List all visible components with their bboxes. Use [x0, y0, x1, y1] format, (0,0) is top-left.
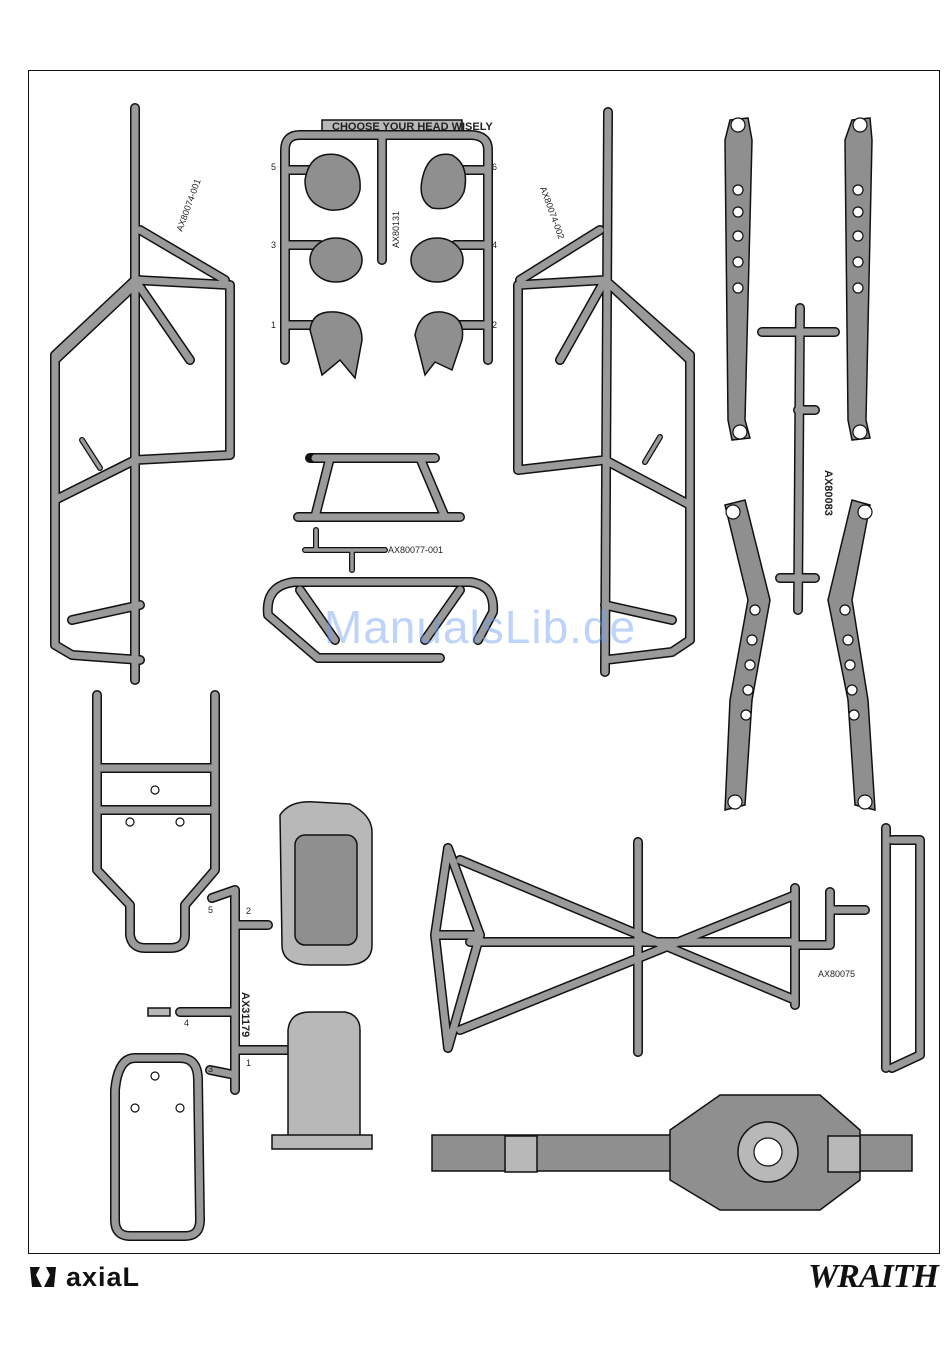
axial-logo-icon — [26, 1263, 60, 1291]
head-number-6: 6 — [492, 162, 497, 172]
head-tree-header: CHOOSE YOUR HEAD WISELY — [332, 121, 493, 133]
rear-cage-sprue — [435, 828, 920, 1068]
engine-number-1: 1 — [246, 1058, 251, 1068]
engine-number-2: 2 — [246, 906, 251, 916]
skid-frame-upper — [97, 695, 215, 948]
engine-number-3: 3 — [208, 1064, 213, 1074]
cage-side-left — [55, 108, 230, 680]
watermark-text: ManualsLib.de — [290, 600, 670, 654]
head-number-3: 3 — [271, 240, 276, 250]
skid-frame-lower — [115, 1058, 200, 1236]
bumper-code: AX80077-001 — [388, 545, 443, 555]
axial-logo: axiaL — [26, 1262, 140, 1292]
wraith-logo: WRAITH — [808, 1258, 938, 1296]
head-sprue — [285, 120, 488, 378]
head-tree-code: AX80131 — [391, 211, 401, 248]
cage-right-code: AX80074-002 — [538, 185, 566, 240]
engine-tree-code: AX31179 — [239, 992, 251, 1037]
head-number-5: 5 — [271, 162, 276, 172]
engine-sprue — [148, 802, 372, 1149]
axial-wordmark: axiaL — [66, 1262, 140, 1293]
head-number-2: 2 — [492, 320, 497, 330]
rear-cage-code: AX80075 — [818, 969, 855, 979]
head-number-4: 4 — [492, 240, 497, 250]
link-sprue — [762, 308, 835, 610]
engine-number-4: 4 — [184, 1018, 189, 1028]
axle-housing — [432, 1095, 912, 1210]
head-number-1: 1 — [271, 320, 276, 330]
engine-number-5: 5 — [208, 905, 213, 915]
link-tree-code: AX80083 — [822, 470, 834, 516]
cage-left-code: AX80074-001 — [174, 178, 202, 233]
